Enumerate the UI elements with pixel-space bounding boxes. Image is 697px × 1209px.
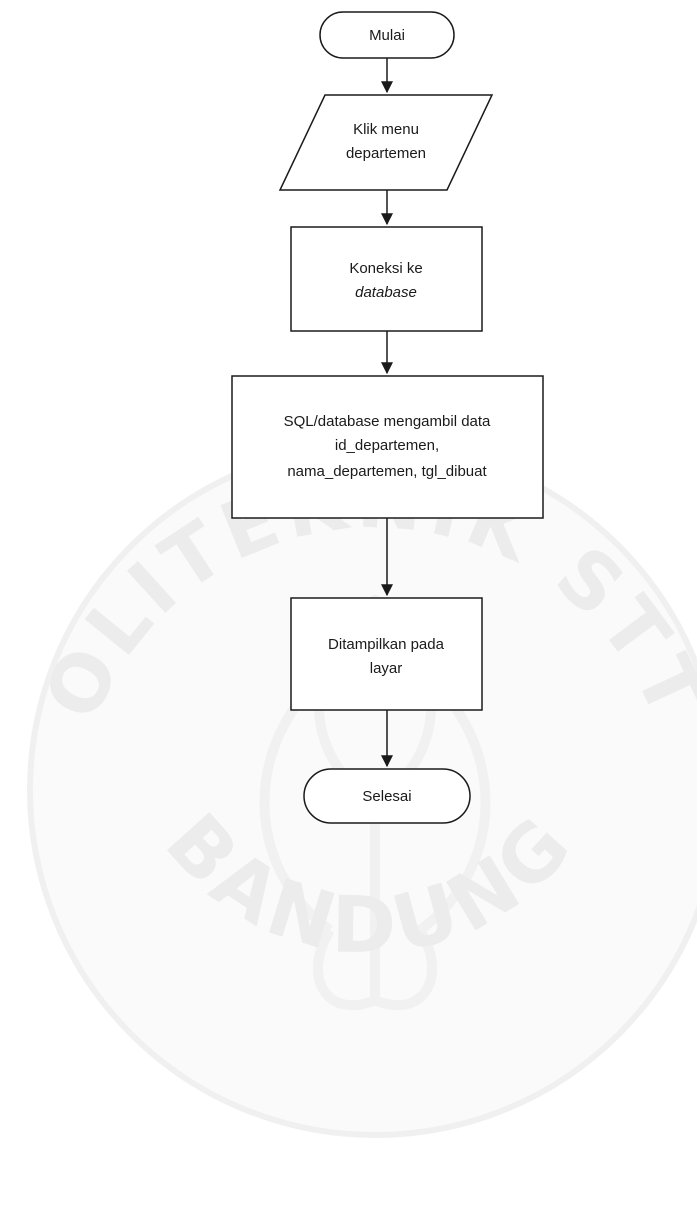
connect-label-line1: Koneksi ke <box>349 260 422 277</box>
input-label-line2: departemen <box>346 145 426 162</box>
display-label-line1: Ditampilkan pada <box>328 636 445 653</box>
query-label-line3: nama_departemen, tgl_dibuat <box>287 463 487 480</box>
start-label: Mulai <box>369 27 405 44</box>
input-parallelogram: Klik menu departemen <box>278 94 494 191</box>
end-label: Selesai <box>362 788 411 805</box>
display-process: Ditampilkan pada layar <box>290 597 483 711</box>
query-label-line1: SQL/database mengambil data <box>284 413 491 430</box>
connect-label-line2: database <box>355 284 417 301</box>
display-label-line2: layar <box>370 660 403 677</box>
start-terminator: Mulai <box>319 11 455 59</box>
connect-process: Koneksi ke database <box>290 226 483 332</box>
end-terminator: Selesai <box>303 768 471 824</box>
query-process: SQL/database mengambil data id_departeme… <box>231 375 544 519</box>
input-label-line1: Klik menu <box>353 121 419 138</box>
query-label-line2: id_departemen, <box>335 437 439 454</box>
